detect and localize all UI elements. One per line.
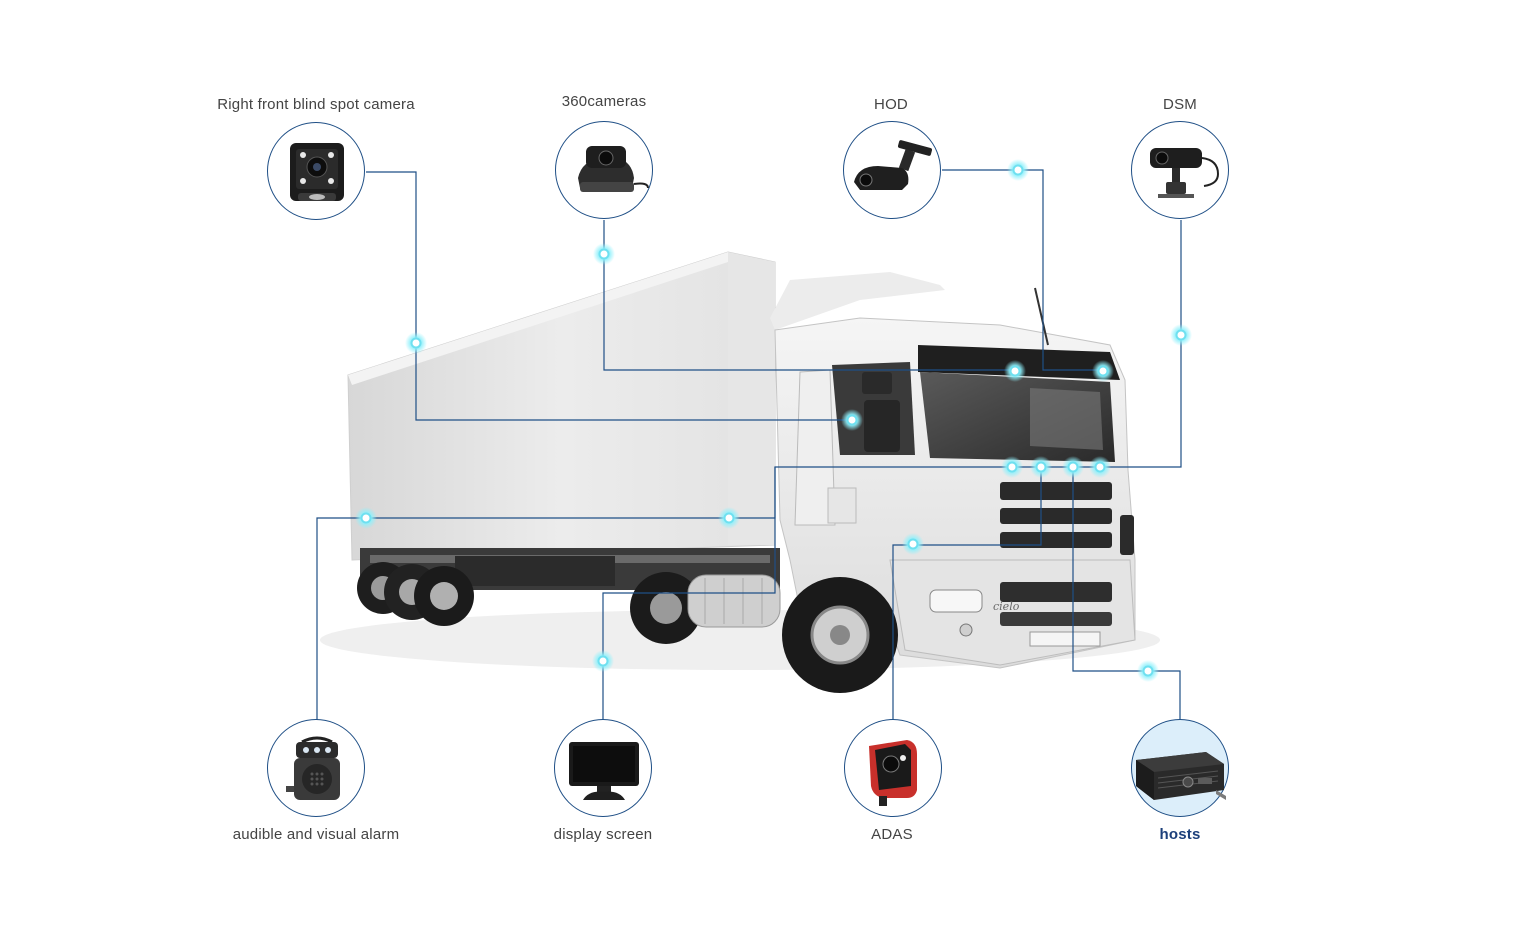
node-hod[interactable] [843, 121, 941, 219]
connector-adas [892, 467, 1042, 720]
connector-right-front-camera [366, 171, 852, 421]
rear-wheels [357, 562, 702, 644]
label-alarm: audible and visual alarm [232, 826, 400, 843]
dot [1137, 660, 1159, 682]
node-360cameras[interactable] [555, 121, 653, 219]
dot [1092, 360, 1114, 382]
dot [1004, 360, 1026, 382]
label-360cameras: 360cameras [561, 93, 647, 110]
mounted-camera-icon [854, 140, 933, 190]
dsm-camera-icon [1150, 148, 1220, 198]
label-dsm: DSM [1163, 96, 1197, 113]
truck-cab: cielo [770, 272, 1136, 669]
label-adas: ADAS [871, 826, 913, 843]
label-hosts: hosts [1159, 826, 1201, 843]
connection-dots [355, 159, 1192, 682]
node-hosts[interactable] [1131, 719, 1229, 817]
connector-hod [942, 169, 1102, 371]
dot [592, 650, 614, 672]
connector-alarm-a [316, 517, 729, 720]
node-dsm[interactable] [1131, 121, 1229, 219]
speaker-alarm-icon [286, 736, 340, 800]
node-alarm[interactable] [267, 719, 365, 817]
dot [1001, 456, 1023, 478]
dot [355, 507, 377, 529]
label-display: display screen [553, 826, 653, 843]
label-hod: HOD [874, 96, 908, 113]
dot [593, 243, 615, 265]
truck-illustration: cielo [320, 251, 1160, 693]
node-display[interactable] [554, 719, 652, 817]
dot [405, 332, 427, 354]
dot [1089, 456, 1111, 478]
connector-lines [316, 169, 1182, 720]
node-adas[interactable] [844, 719, 942, 817]
node-right-front-camera[interactable] [267, 122, 365, 220]
dot [1062, 456, 1084, 478]
front-wheel [782, 577, 898, 693]
dot [841, 409, 863, 431]
adas-camera-icon [869, 740, 917, 806]
square-ir-camera-icon [290, 143, 344, 201]
dot [718, 507, 740, 529]
cargo-box [347, 251, 776, 561]
mdvr-host-icon [1136, 752, 1226, 800]
dot [902, 533, 924, 555]
dot [1030, 456, 1052, 478]
label-right-front-camera: Right front blind spot camera [217, 96, 415, 113]
truck-brand-text: cielo [993, 600, 1020, 613]
connector-360cameras [603, 220, 1015, 371]
monitor-icon [569, 742, 639, 800]
dome-camera-icon [578, 146, 649, 192]
dot [1007, 159, 1029, 181]
connector-hosts [1072, 467, 1181, 720]
dot [1170, 324, 1192, 346]
